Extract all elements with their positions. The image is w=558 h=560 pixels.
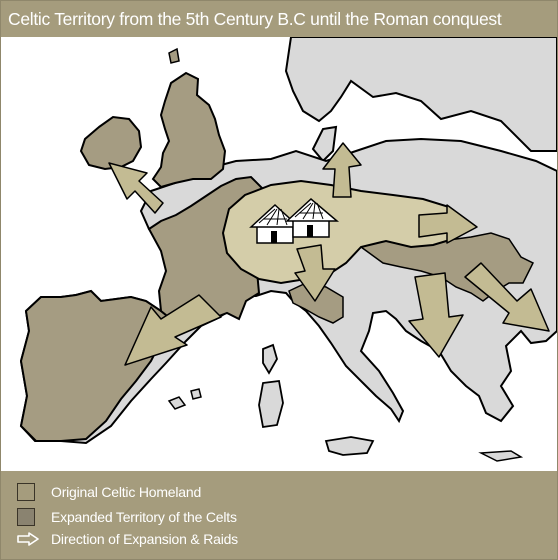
legend-label: Expanded Territory of the Celts (51, 509, 237, 525)
expansion-arrow-northwest (108, 162, 164, 214)
hut-icon (285, 198, 340, 238)
sicily-island (324, 436, 375, 456)
corsica-island (262, 343, 278, 375)
expanded-swatch (17, 508, 35, 526)
balearic-islands (167, 388, 202, 410)
legend-item-homeland: Original Celtic Homeland (17, 482, 201, 502)
expansion-arrows (108, 142, 550, 366)
legend-label: Direction of Expansion & Raids (51, 531, 238, 547)
legend-item-expanded: Expanded Territory of the Celts (17, 507, 237, 527)
legend-item-arrow: Direction of Expansion & Raids (17, 529, 238, 549)
expansion-arrow-east (418, 204, 478, 244)
map-legend: Original Celtic Homeland Expanded Territ… (1, 471, 557, 559)
britain-expanded (151, 71, 227, 189)
expansion-arrow-north (322, 142, 362, 198)
homeland-swatch (17, 483, 35, 501)
iberia-expanded (19, 289, 173, 442)
ireland-expanded (79, 115, 143, 171)
expansion-arrow-southwest (124, 294, 222, 366)
map-title: Celtic Territory from the 5th Century B.… (1, 1, 557, 37)
crete-island (478, 450, 524, 462)
expansion-arrow-italy (294, 244, 336, 302)
arrow-icon (17, 532, 39, 546)
northern-isle (168, 47, 180, 64)
scandinavia-land (284, 37, 557, 152)
sardinia-island (258, 380, 284, 429)
expansion-arrow-southeast (464, 262, 550, 332)
expansion-arrow-balkans (408, 272, 464, 358)
legend-label: Original Celtic Homeland (51, 484, 202, 500)
europe-map (1, 37, 557, 471)
celtic-homeland (221, 179, 463, 285)
